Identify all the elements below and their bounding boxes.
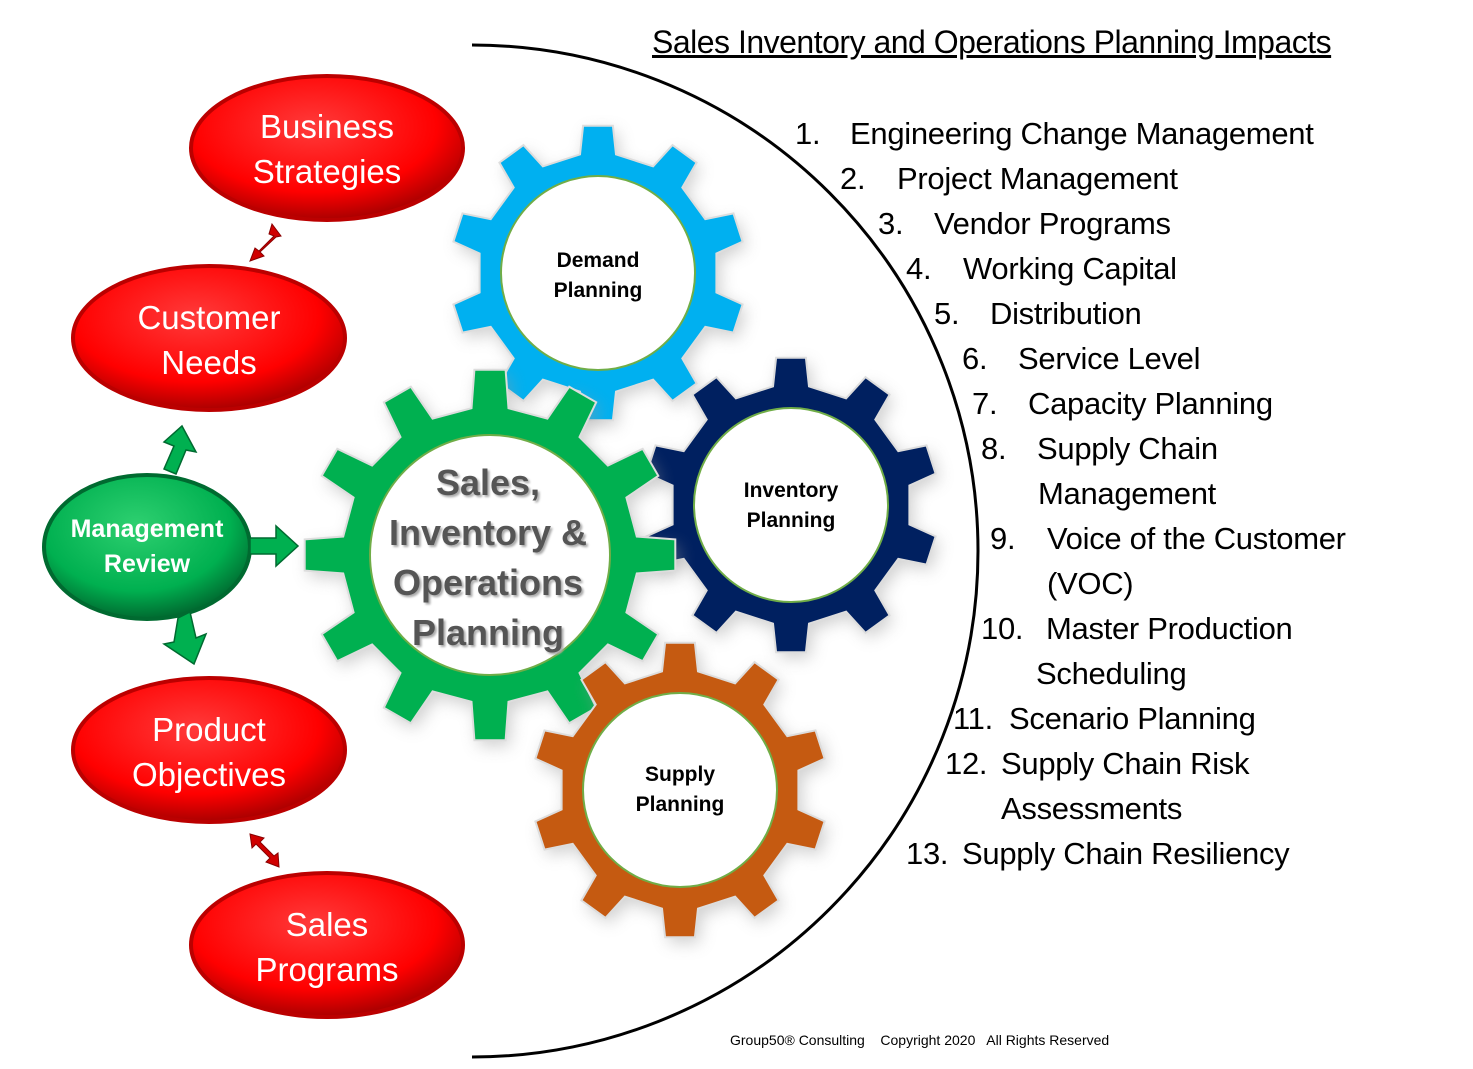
impact-number: 2. [840,161,866,196]
green-arrows [162,424,300,666]
impact-number: 13. [906,836,949,871]
impact-text-continued: (VOC) [1047,566,1134,601]
double-arrow-icon [249,833,280,868]
impact-text: Supply Chain [1037,431,1218,466]
double-arrow-icon [249,222,282,262]
impact-number: 5. [934,296,960,331]
impact-text: Service Level [1018,341,1201,376]
gear-hub [582,692,778,888]
arrow-right-icon [249,524,300,568]
impact-text: Engineering Change Management [850,116,1314,151]
impact-number: 7. [972,386,998,421]
arrow-down-icon [162,610,208,666]
impact-text: Scenario Planning [1009,701,1256,736]
oval-sales-programs [189,871,465,1019]
impact-text: Vendor Programs [934,206,1171,241]
impact-text-continued: Scheduling [1036,656,1187,691]
arrow-up-icon [162,424,198,475]
impact-text: Supply Chain Resiliency [962,836,1290,871]
oval-customer-needs [71,264,347,412]
impact-text: Working Capital [963,251,1177,286]
impact-number: 4. [906,251,932,286]
gear-main [303,368,680,747]
impact-text: Project Management [897,161,1178,196]
impact-text: Master Production [1046,611,1293,646]
impact-text: Distribution [990,296,1142,331]
gear-supply [534,641,829,944]
impact-text-continued: Assessments [1001,791,1183,826]
impact-text: Capacity Planning [1028,386,1273,421]
impact-text: Voice of the Customer [1047,521,1346,556]
footer-copyright: Group50® Consulting Copyright 2020 All R… [730,1032,1110,1048]
impact-text: Supply Chain Risk [1001,746,1250,781]
impact-number: 8. [981,431,1007,466]
impact-number: 1. [795,116,821,151]
impact-number: 6. [962,341,988,376]
gear-demand [452,124,747,427]
impact-number: 11. [953,701,993,736]
gear-hub [369,434,611,676]
impact-number: 10. [981,611,1024,646]
impact-number: 3. [878,206,904,241]
oval-product-objectives [71,676,347,824]
ovals [42,74,465,1019]
impact-number: 12. [945,746,988,781]
red-double-arrows [249,222,282,868]
gear-hub [500,175,696,371]
impact-text-continued: Management [1038,476,1216,511]
page-title: Sales Inventory and Operations Planning … [652,24,1332,60]
oval-business-strategies [189,74,465,222]
divider-arc [471,43,980,1059]
gear-hub [693,407,889,603]
impact-number: 9. [990,521,1016,556]
